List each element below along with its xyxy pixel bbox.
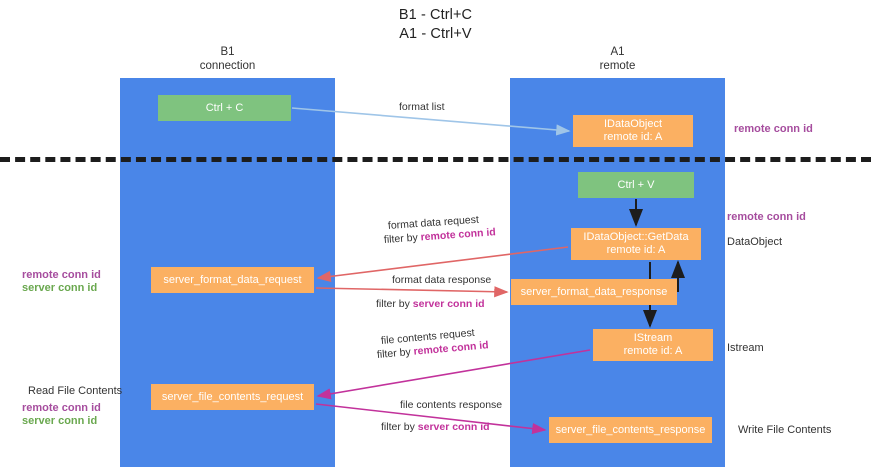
label-read-file-contents: Read File Contents <box>28 385 123 397</box>
node-server-file-contents-request[interactable]: server_file_contents_request <box>151 384 314 410</box>
page-title: B1 - Ctrl+C A1 - Ctrl+V <box>0 6 871 44</box>
edge-label-format-data-response-filter: filter by server conn id <box>376 298 485 311</box>
node-sfcresp-label: server_file_contents_response <box>555 423 706 436</box>
column-header-a1: A1 remote <box>510 45 725 73</box>
label-left-server-conn-id-2: server conn id <box>22 415 98 427</box>
label-left-server-conn-id-1: server conn id <box>22 282 98 294</box>
node-getdata-line1: IDataObject::GetData <box>583 231 689 243</box>
node-istream[interactable]: IStream remote id: A <box>593 329 713 361</box>
node-sfdreq-label: server_format_data_request <box>163 273 302 286</box>
edge-label-file-contents-response: file contents response <box>400 399 503 411</box>
label-remote-conn-id-top: remote conn id <box>734 123 813 135</box>
filter-key-fdresp: server conn id <box>412 298 485 310</box>
node-getdata-line2: remote id: A <box>606 244 666 256</box>
column-header-a1-name: A1 <box>610 46 625 58</box>
node-server-format-data-response[interactable]: server_format_data_response <box>511 279 677 305</box>
label-write-file-contents: Write File Contents <box>738 424 832 436</box>
edge-label-file-contents-response-filter: filter by server conn id <box>381 421 490 434</box>
column-header-b1-name: B1 <box>220 46 235 58</box>
node-idataobject-getdata[interactable]: IDataObject::GetData remote id: A <box>571 228 701 260</box>
node-idataobject-line2: remote id: A <box>603 131 663 143</box>
filter-key-fcresp: server conn id <box>417 421 490 433</box>
node-sfdresp-label: server_format_data_response <box>520 285 668 298</box>
node-istream-line2: remote id: A <box>623 345 683 357</box>
filter-prefix-fcreq: filter by <box>376 345 415 361</box>
arrow-format-data-response <box>315 286 509 298</box>
filter-prefix-fdresp: filter by <box>376 298 413 310</box>
filter-prefix-fcresp: filter by <box>381 421 418 433</box>
column-header-a1-role: remote <box>599 60 636 72</box>
column-header-b1: B1 connection <box>120 45 335 73</box>
label-left-remote-conn-id-2: remote conn id <box>22 402 101 414</box>
filter-prefix-fdreq: filter by <box>383 231 422 246</box>
node-ctrl-v-line1: Ctrl + V <box>617 178 655 191</box>
node-idataobject[interactable]: IDataObject remote id: A <box>573 115 693 147</box>
column-header-b1-role: connection <box>199 60 256 72</box>
label-istream: Istream <box>727 342 764 354</box>
title-line-1: B1 - Ctrl+C <box>398 7 473 23</box>
phase-divider <box>0 157 871 162</box>
label-dataobject: DataObject <box>727 236 783 248</box>
node-server-format-data-request[interactable]: server_format_data_request <box>151 267 314 293</box>
node-istream-line1: IStream <box>633 332 673 344</box>
edge-label-format-list: format list <box>399 101 445 113</box>
title-line-2: A1 - Ctrl+V <box>399 26 472 42</box>
node-ctrl-c[interactable]: Ctrl + C <box>158 95 291 121</box>
edge-label-format-data-response: format data response <box>392 274 492 286</box>
node-sfcreq-label: server_file_contents_request <box>161 390 304 403</box>
label-left-remote-conn-id-1: remote conn id <box>22 269 101 281</box>
node-ctrl-v[interactable]: Ctrl + V <box>578 172 694 198</box>
node-idataobject-line1: IDataObject <box>603 118 663 130</box>
node-server-file-contents-response[interactable]: server_file_contents_response <box>549 417 712 443</box>
label-remote-conn-id-mid: remote conn id <box>727 211 806 223</box>
node-ctrl-c-line1: Ctrl + C <box>205 101 244 114</box>
